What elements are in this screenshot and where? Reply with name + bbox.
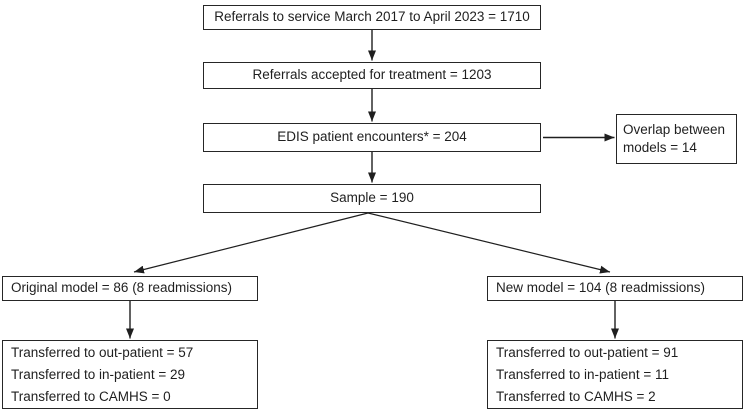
node-edis-encounters-label: EDIS patient encounters* = 204 bbox=[277, 129, 467, 145]
node-referrals-accepted-label: Referrals accepted for treatment = 1203 bbox=[252, 67, 492, 83]
node-original-model-transfers: Transferred to out-patient = 57 Transfer… bbox=[2, 340, 258, 409]
node-edis-encounters: EDIS patient encounters* = 204 bbox=[203, 123, 541, 152]
arrow-sample-to-new-model bbox=[367, 212, 611, 274]
node-referrals-total: Referrals to service March 2017 to April… bbox=[203, 5, 541, 30]
node-referrals-total-label: Referrals to service March 2017 to April… bbox=[214, 9, 530, 25]
node-original-model-label: Original model = 86 (8 readmissions) bbox=[11, 280, 232, 296]
new-transfer-camhs: Transferred to CAMHS = 2 bbox=[496, 388, 656, 404]
node-referrals-accepted: Referrals accepted for treatment = 1203 bbox=[203, 62, 541, 89]
original-transfer-inpatient: Transferred to in-patient = 29 bbox=[11, 366, 185, 382]
original-transfer-outpatient: Transferred to out-patient = 57 bbox=[11, 344, 194, 360]
node-sample: Sample = 190 bbox=[203, 184, 541, 213]
original-transfer-camhs: Transferred to CAMHS = 0 bbox=[11, 388, 171, 404]
node-new-model: New model = 104 (8 readmissions) bbox=[487, 276, 743, 301]
node-overlap-between-models: Overlap between models = 14 bbox=[616, 114, 737, 164]
new-transfer-outpatient: Transferred to out-patient = 91 bbox=[496, 344, 679, 360]
node-new-model-label: New model = 104 (8 readmissions) bbox=[496, 280, 705, 296]
node-sample-label: Sample = 190 bbox=[330, 190, 414, 206]
new-transfer-inpatient: Transferred to in-patient = 11 bbox=[496, 366, 669, 382]
node-overlap-label: Overlap between models = 14 bbox=[623, 122, 726, 155]
node-original-model: Original model = 86 (8 readmissions) bbox=[2, 276, 258, 301]
arrow-sample-to-original-model bbox=[133, 212, 369, 274]
node-new-model-transfers: Transferred to out-patient = 91 Transfer… bbox=[487, 340, 743, 409]
